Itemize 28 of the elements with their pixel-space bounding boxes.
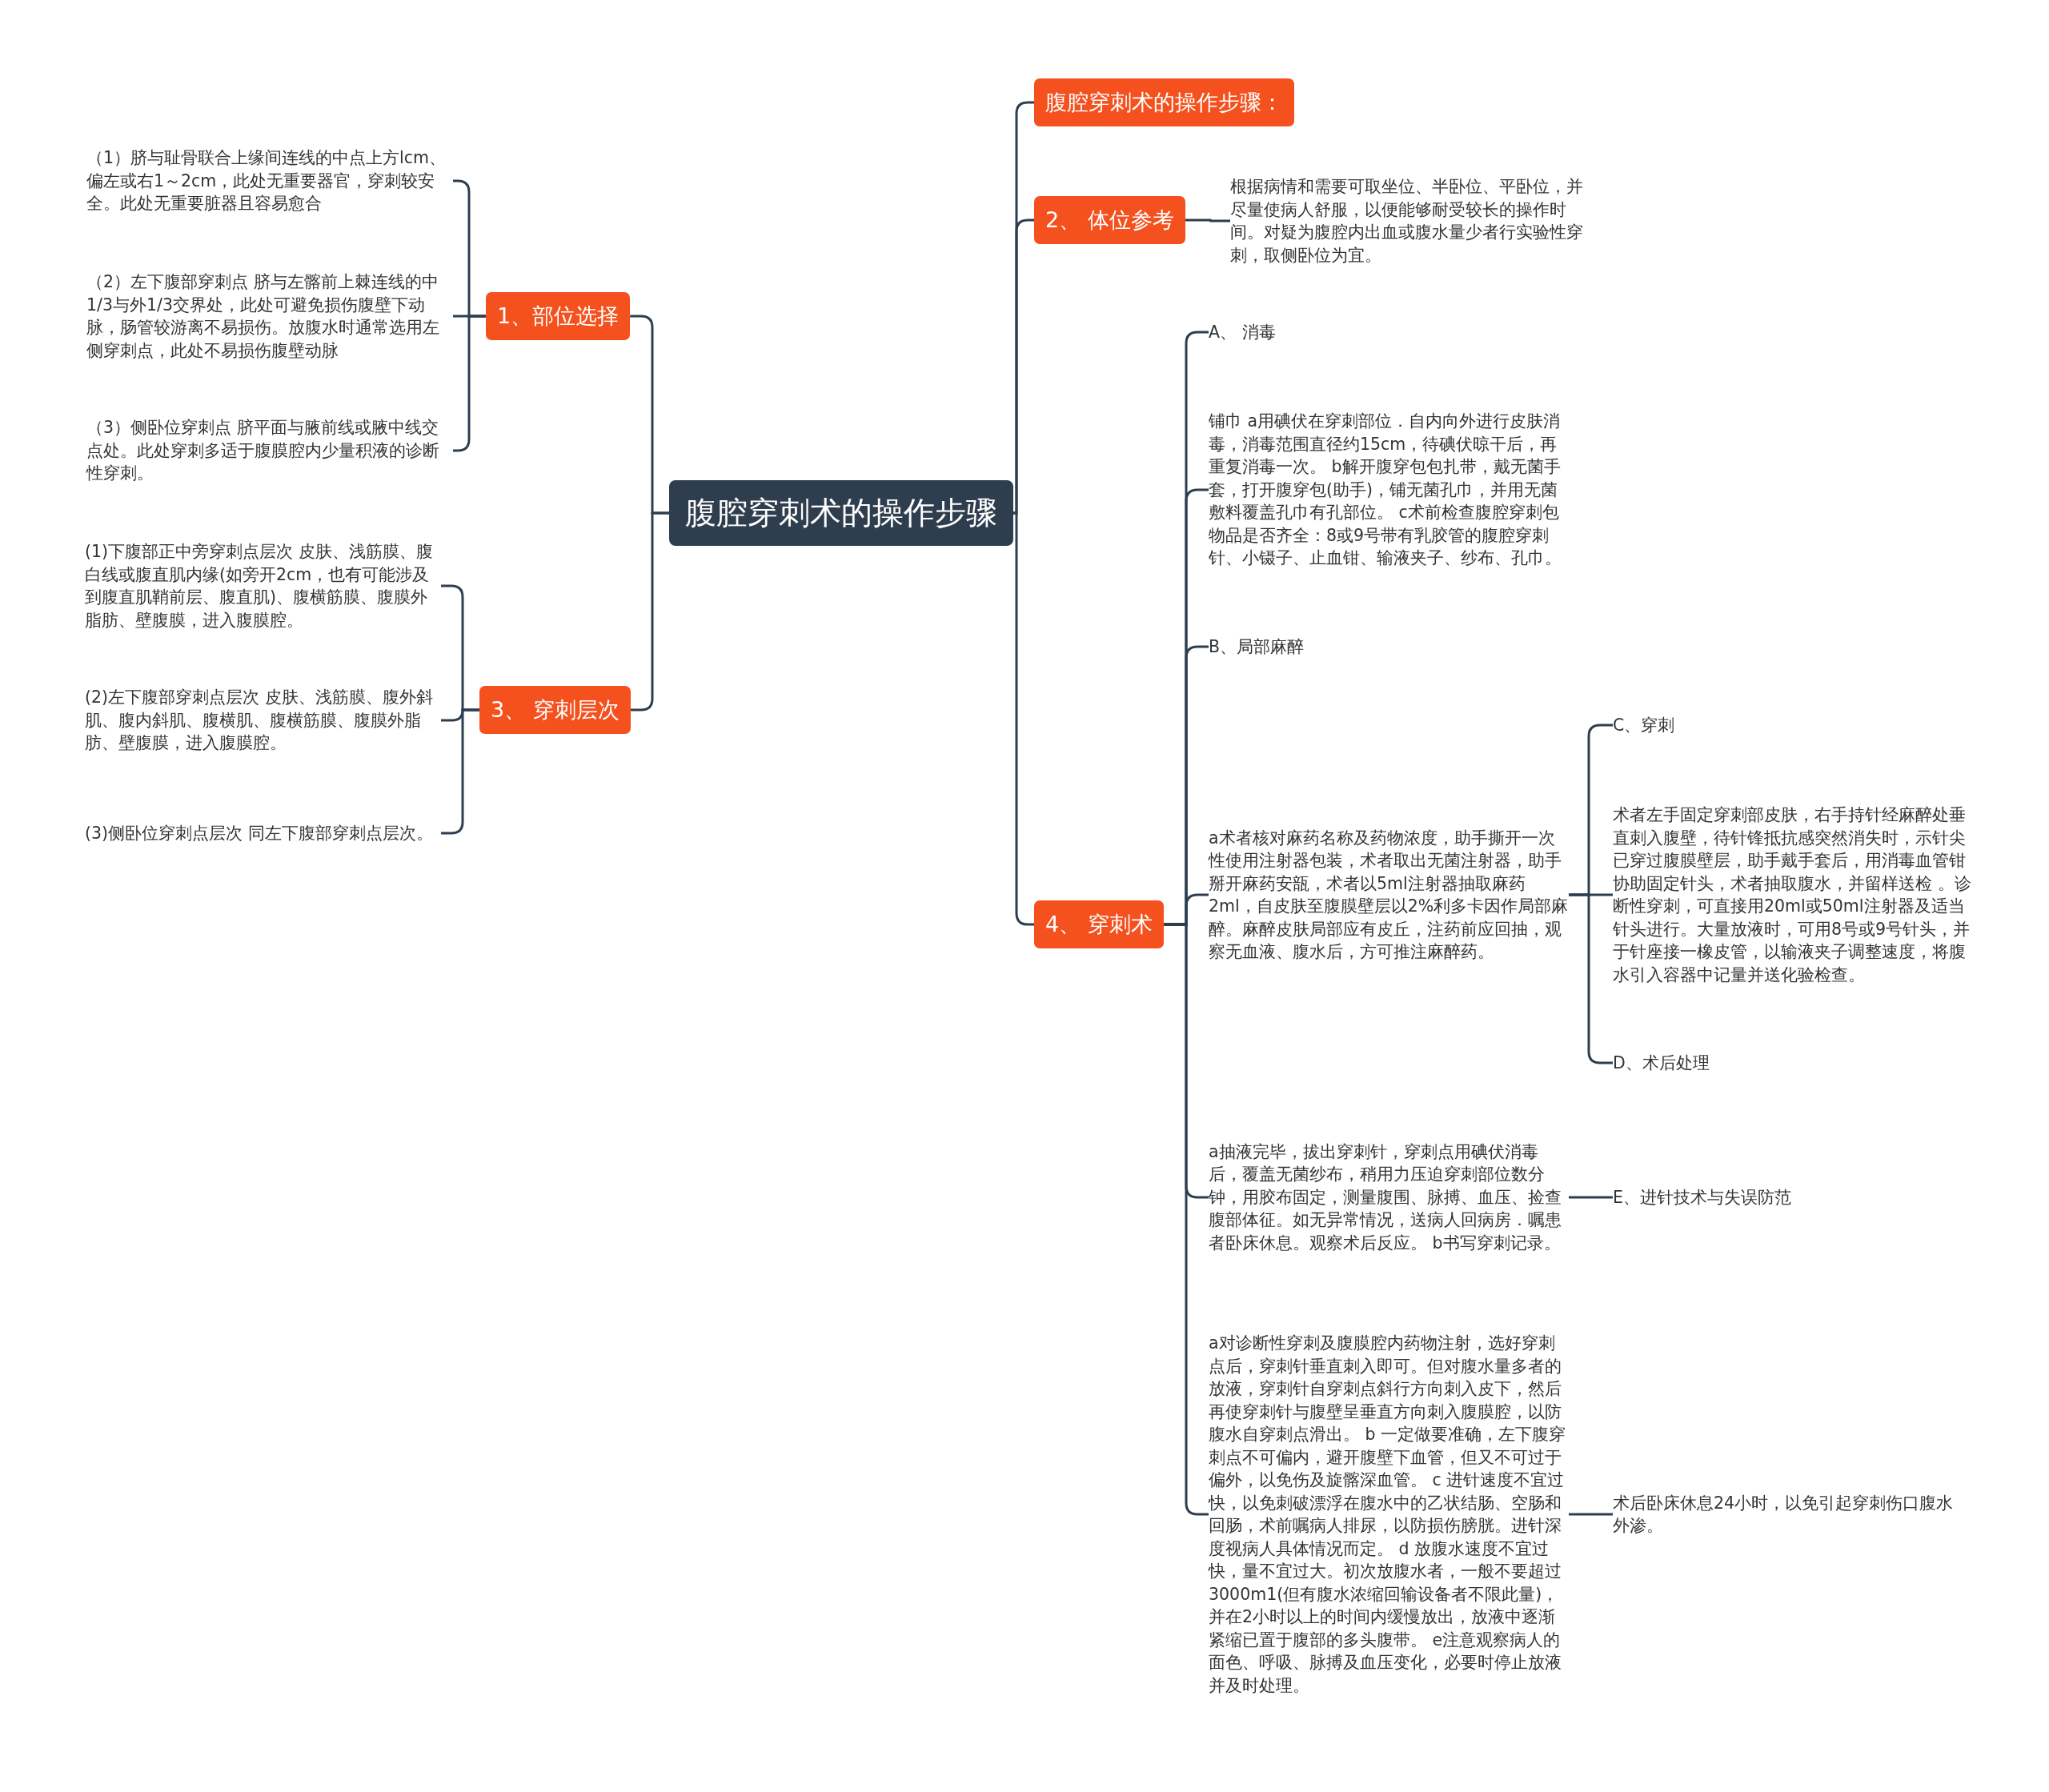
topic-text: a术者核对麻药名称及药物浓度，助手撕开一次性使用注射器包装，术者取出无菌注射器，助手掰开麻药安瓿，术者以5ml注射器抽取麻药2ml，自皮肤至腹膜壁层以2%利多卡因作局部麻醉。麻醉皮肤局部应有皮丘，注药前应回抽，观察无血液、腹水后，方可推注麻醉药。 <box>1209 826 1569 964</box>
topic-text: （3）侧卧位穿刺点 脐平面与腋前线或腋中线交点处。此处穿刺多适于腹膜腔内少量积液的诊断性穿刺。 <box>86 416 453 485</box>
connector-line <box>1185 218 1230 222</box>
topic-text: （2）左下腹部穿刺点 脐与左髂前上棘连线的中1/3与外1/3交界处，此处可避免损伤腹壁下动脉，肠管较游离不易损伤。放腹水时通常选用左侧穿刺点，此处不易损伤腹壁动脉 <box>86 271 453 362</box>
topic-text: （1）脐与耻骨联合上缘间连线的中点上方lcm、偏左或右1～2cm，此处无重要器官，穿刺较安全。此处无重要脏器且容易愈合 <box>86 146 453 215</box>
topic-text: 术后卧床休息24小时，以免引起穿刺伤口腹水外渗。 <box>1613 1491 1965 1537</box>
topic-text: 术者左手固定穿刺部皮肤，右手持针经麻醉处垂直刺入腹壁，待针锋抵抗感突然消失时，示针尖已穿过腹膜壁层，助手戴手套后，用消毒血管钳协助固定针头，术者抽取腹水，并留样送检 。诊断性穿刺，可直接用20ml或50ml注射器及适当针头进行。大量放液时，可用8号或9号针头，并于针座接一橡皮管，以输液夹子调整速度，将腹水引入容器中记量并送化验检查。 <box>1613 804 1977 986</box>
topic-text: (2)左下腹部穿刺点层次 皮肤、浅筋膜、腹外斜肌、腹内斜肌、腹横肌、腹横筋膜、腹膜外脂肪、壁腹膜，进入腹膜腔。 <box>85 686 441 755</box>
connector-line <box>1012 511 1034 926</box>
connector-line <box>1569 1196 1613 1199</box>
branch-box: 腹腔穿刺术的操作步骤： <box>1034 78 1294 126</box>
topic-text: (1)下腹部正中旁穿刺点层次 皮肤、浅筋膜、腹白线或腹直肌内缘(如旁开2cm，也有可能涉及到腹直肌鞘前层、腹直肌)、腹横筋膜、腹膜外脂肪、壁腹膜，进入腹膜腔。 <box>85 540 441 631</box>
topic-text: 铺巾 a用碘伏在穿刺部位．自内向外进行皮肤消毒，消毒范围直径约15cm，待碘伏晾干后，再重复消毒一次。 b解开腹穿包包扎带，戴无菌手套，打开腹穿包(助手)，铺无菌孔巾，并用无菌敷料覆盖孔巾有孔部位。 c术前检查腹腔穿刺包物品是否齐全：8或9号带有乳胶管的腹腔穿刺针、小镊子、止血钳、输液夹子、纱布、孔巾。 <box>1209 410 1569 570</box>
topic-text: (3)侧卧位穿刺点层次 同左下腹部穿刺点层次。 <box>85 821 441 845</box>
topic-text: D、术后处理 <box>1613 1051 1710 1075</box>
topic-text: a对诊断性穿刺及腹膜腔内药物注射，选好穿刺点后，穿刺针垂直刺入即可。但对腹水量多者的放液，穿刺针自穿刺点斜行方向刺入皮下，然后再使穿刺针与腹壁呈垂直方向刺入腹膜腔，以防腹水自穿刺点滑出。 b 一定做要准确，左下腹穿刺点不可偏内，避开腹壁下血管，但又不可过于偏外，以免伤及旋髂深血管。 c 进针速度不宜过快，以免刺破漂浮在腹水中的乙状结肠、空肠和回肠，术前嘱病人排尿，以防损伤膀胱。进针深度视病人具体情况而定。 d 放腹水速度不宜过快，量不宜过大。初次放腹水者，一般不要超过3000m1(但有腹水浓缩回输设备者不限此量)，并在2小时以上的时间内缓慢放出，放液中逐渐紧缩已置于腹部的多头腹带。 e注意观察病人的面色、呼吸、脉搏及血压变化，必要时停止放液并及时处理。 <box>1209 1332 1569 1697</box>
branch-box: 4、 穿刺术 <box>1034 900 1164 948</box>
topic-text: B、局部麻醉 <box>1209 635 1305 659</box>
branch-box: 2、 体位参考 <box>1034 196 1185 244</box>
topic-text: E、进针技术与失误防范 <box>1613 1185 1791 1209</box>
topic-text: A、 消毒 <box>1209 320 1276 344</box>
topic-text: 根据病情和需要可取坐位、半卧位、平卧位，并尽量使病人舒服，以便能够耐受较长的操作时间。对疑为腹腔内出血或腹水量少者行实验性穿刺，取侧卧位为宜。 <box>1230 175 1594 267</box>
connector-line <box>1569 1513 1613 1516</box>
branch-box: 3、 穿刺层次 <box>479 686 631 734</box>
topic-text: C、穿刺 <box>1613 713 1675 737</box>
central-topic-box: 腹腔穿刺术的操作步骤 <box>669 480 1013 546</box>
topic-text: a抽液完毕，拔出穿刺针，穿刺点用碘伏消毒后，覆盖无菌纱布，稍用力压迫穿刺部位数分钟，用胶布固定，测量腹围、脉搏、血压、捡查腹部体征。如无异常情况，送病人回病房．嘱患者卧床休息。观察术后反应。 b书写穿刺记录。 <box>1209 1140 1569 1255</box>
branch-box: 1、部位选择 <box>486 292 631 340</box>
